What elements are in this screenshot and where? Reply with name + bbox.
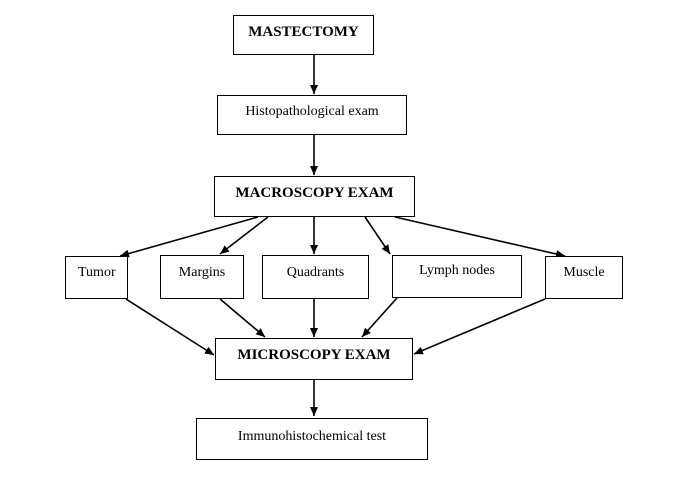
arrow-lymph-nodes-to-microscopy xyxy=(361,297,398,338)
histopathological-exam-box: Histopathological exam xyxy=(217,95,407,135)
arrow-tumor-to-microscopy xyxy=(125,298,215,356)
macroscopy-exam-box: MACROSCOPY EXAM xyxy=(214,176,415,217)
arrow-macroscopy-to-muscle xyxy=(394,216,566,258)
quadrants-label: Quadrants xyxy=(286,265,345,280)
arrow-macroscopy-to-margins xyxy=(219,216,269,255)
arrow-macroscopy-to-lymph-nodes xyxy=(364,216,391,255)
microscopy-exam-label: MICROSCOPY EXAM xyxy=(237,347,391,363)
immunohistochemical-test-label: Immunohistochemical test xyxy=(237,429,387,444)
margins-label: Margins xyxy=(178,265,226,280)
macroscopy-exam-label: MACROSCOPY EXAM xyxy=(235,185,394,201)
lymph-nodes-label: Lymph nodes xyxy=(419,263,495,278)
muscle-box: Muscle xyxy=(545,256,623,299)
margins-box: Margins xyxy=(160,255,244,299)
tumor-label: Tumor xyxy=(78,265,116,280)
arrow-margins-to-microscopy xyxy=(219,298,266,338)
tumor-box: Tumor xyxy=(65,256,128,299)
arrow-muscle-to-microscopy xyxy=(413,298,546,355)
lymph-nodes-box: Lymph nodes xyxy=(392,255,522,298)
histopathological-exam-label: Histopathological exam xyxy=(245,104,379,119)
immunohistochemical-test-box: Immunohistochemical test xyxy=(196,418,428,460)
arrow-macroscopy-to-tumor xyxy=(119,216,259,258)
mastectomy-box: MASTECTOMY xyxy=(233,15,374,55)
quadrants-box: Quadrants xyxy=(262,255,369,299)
muscle-label: Muscle xyxy=(563,265,605,280)
mastectomy-label: MASTECTOMY xyxy=(248,24,359,40)
microscopy-exam-box: MICROSCOPY EXAM xyxy=(215,338,413,380)
